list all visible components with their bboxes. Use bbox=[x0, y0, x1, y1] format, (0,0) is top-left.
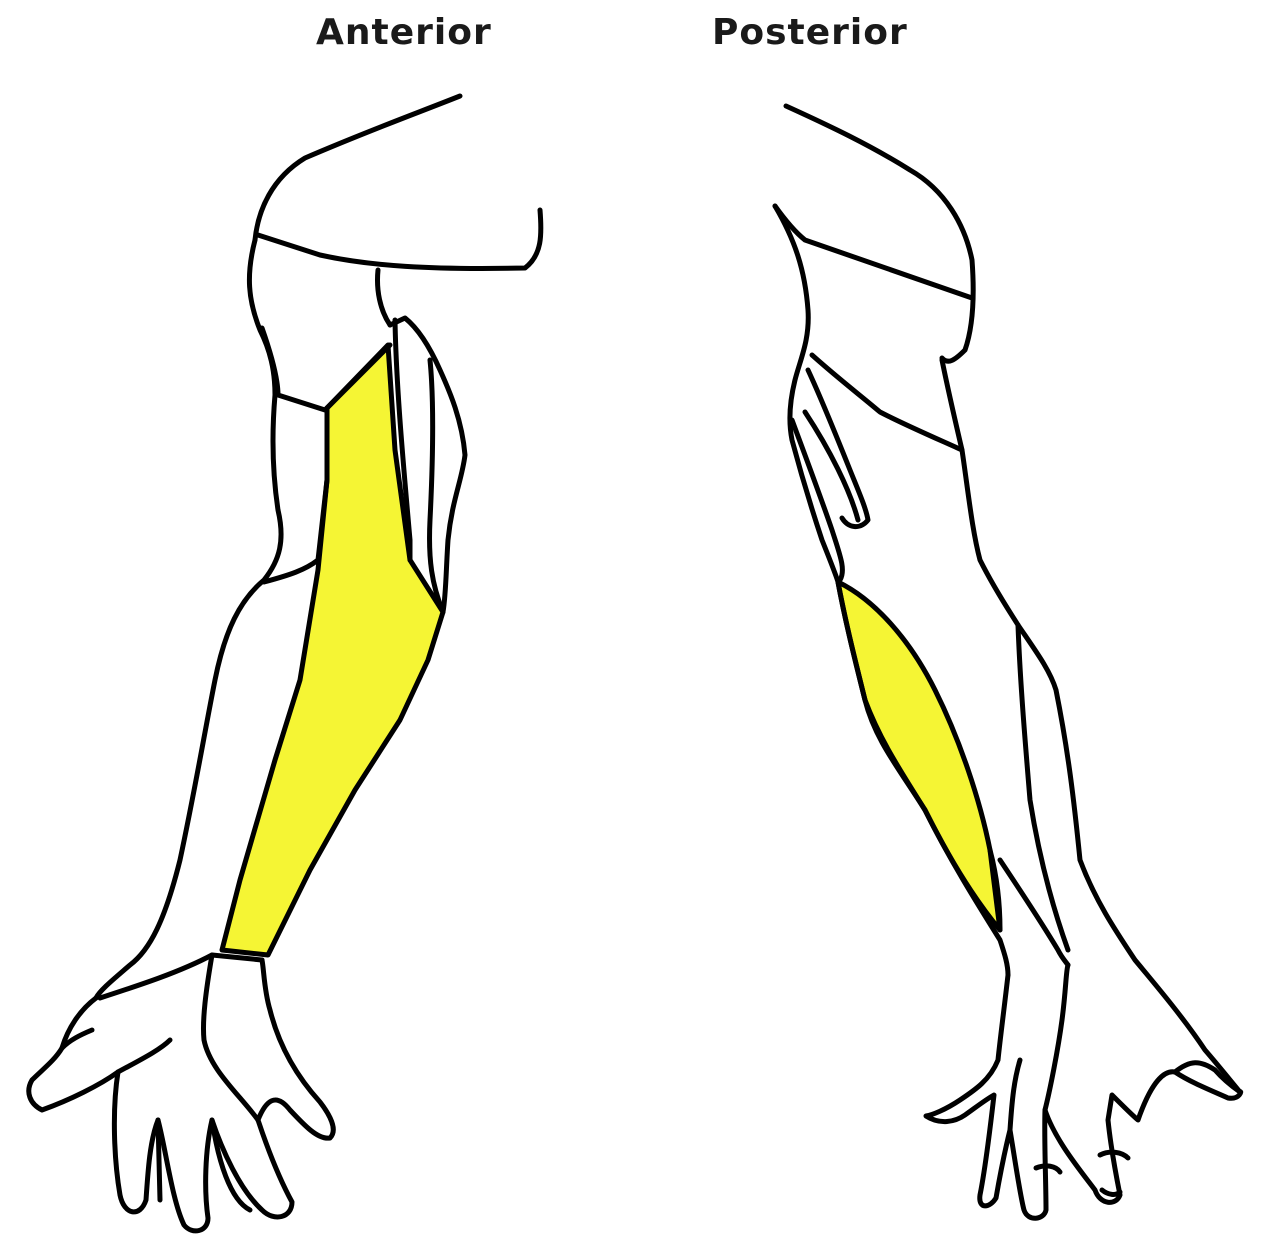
posterior-triceps-lower-line bbox=[809, 352, 965, 453]
posterior-forearm-line-3 bbox=[997, 857, 1071, 968]
anterior-thenar-line bbox=[200, 952, 261, 1123]
anterior-view-label: Anterior bbox=[316, 12, 492, 53]
anterior-wrist-line bbox=[97, 952, 265, 1001]
posterior-arm bbox=[772, 103, 1244, 1221]
posterior-triceps-inner-3 bbox=[802, 409, 861, 523]
anterior-arm bbox=[26, 93, 544, 1234]
posterior-forearm-line-2 bbox=[1015, 622, 1071, 953]
posterior-arm-medial-contour bbox=[772, 203, 841, 585]
anterior-finger-gap-1 bbox=[155, 1117, 163, 1203]
anterior-hand-outline bbox=[26, 957, 336, 1234]
anterior-biceps-medial bbox=[261, 405, 330, 585]
posterior-forearm-line-1 bbox=[835, 579, 1011, 978]
posterior-ulnar-line bbox=[987, 847, 1003, 933]
anterior-medial-contour bbox=[387, 315, 468, 615]
anterior-finger-gap-2 bbox=[209, 1117, 253, 1213]
anterior-medial-inner-line-2 bbox=[392, 317, 413, 563]
posterior-view-label: Posterior bbox=[712, 12, 908, 53]
anterior-thumb-crease bbox=[59, 1027, 95, 1051]
posterior-highlight-region bbox=[835, 579, 1003, 933]
anterior-deltoid-inner-line bbox=[375, 267, 393, 328]
posterior-finger-line-1 bbox=[1042, 962, 1071, 1113]
anterior-shoulder-outline bbox=[252, 93, 463, 243]
posterior-arm-lateral-contour bbox=[939, 357, 1243, 1095]
posterior-shoulder-outline bbox=[783, 103, 976, 364]
posterior-finger-line-2 bbox=[1007, 1057, 1023, 1133]
posterior-triceps-inner-2 bbox=[789, 417, 845, 583]
posterior-hand-outline bbox=[923, 972, 1244, 1221]
anterior-highlight-region bbox=[219, 342, 446, 958]
posterior-nail-2 bbox=[1097, 1149, 1131, 1161]
anterior-chest-line bbox=[255, 207, 544, 271]
posterior-triceps-inner-1 bbox=[805, 367, 871, 529]
anterior-palm-line bbox=[115, 1037, 173, 1075]
posterior-nail-1 bbox=[1033, 1163, 1063, 1175]
anterior-medial-inner-line bbox=[427, 357, 446, 615]
posterior-thumb-line bbox=[1172, 1060, 1243, 1095]
posterior-nail-3 bbox=[1099, 1187, 1123, 1197]
